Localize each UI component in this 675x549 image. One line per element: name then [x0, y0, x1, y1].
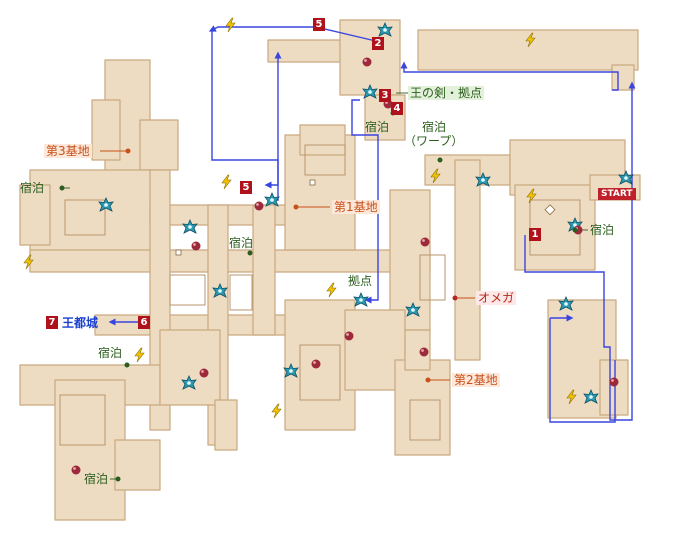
- enemy-icon: [609, 377, 619, 387]
- lightning-bolt-icon: [221, 174, 232, 190]
- marker-4: 4: [391, 102, 403, 115]
- lightning-bolt-icon: [326, 282, 337, 298]
- chest-icon: [309, 179, 316, 186]
- base3-label: 第3基地: [44, 144, 92, 158]
- enemy-icon: [420, 237, 430, 247]
- marker-1: 1: [529, 228, 541, 241]
- enemy-icon: [191, 241, 201, 251]
- marker-5-mid: 5: [240, 181, 252, 194]
- omega-label: オメガ: [476, 291, 517, 305]
- chest-icon: [544, 204, 556, 216]
- enemy-icon: [344, 331, 354, 341]
- base1-label: 第1基地: [332, 200, 380, 214]
- marker-6: 6: [138, 316, 150, 329]
- inn-warp-label: 宿泊: [422, 120, 447, 134]
- room-walls: [59, 144, 581, 446]
- enemy-icon: [199, 368, 209, 378]
- inn-label-start: 宿泊: [590, 223, 615, 237]
- enemy-icon: [254, 201, 264, 211]
- sword-base-label: 王の剣・拠点: [408, 86, 485, 100]
- enemy-icon: [311, 359, 321, 369]
- marker-2: 2: [372, 37, 384, 50]
- enemy-icon: [362, 57, 372, 67]
- marker-5-top: 5: [313, 18, 325, 31]
- marker-3: 3: [379, 89, 391, 102]
- marker-7: 7: [46, 316, 58, 329]
- royal-capital-label: 王都城: [62, 316, 99, 330]
- inn-label-center: 宿泊: [229, 236, 254, 250]
- corridors: [19, 19, 641, 521]
- inn-label-southwest: 宿泊: [98, 346, 123, 360]
- enemy-icon: [71, 465, 81, 475]
- lightning-bolt-icon: [134, 347, 145, 363]
- inn-label-bottom: 宿泊: [84, 472, 109, 486]
- start-label: START: [598, 188, 636, 200]
- route-path: [108, 25, 636, 423]
- inn-label-west: 宿泊: [20, 181, 45, 195]
- chest-icon: [175, 249, 182, 256]
- inn-warp-sublabel: （ワープ）: [404, 134, 464, 148]
- base2-label: 第2基地: [452, 373, 500, 387]
- enemy-icon: [419, 347, 429, 357]
- lightning-bolt-icon: [271, 403, 282, 419]
- star-save-point-icon: [353, 292, 369, 307]
- chest-markers: [175, 179, 556, 256]
- inn-label-sword: 宿泊: [365, 120, 390, 134]
- star-save-point-icon: [264, 192, 280, 207]
- lightning-bolt-icon: [225, 17, 236, 33]
- outpost-label: 拠点: [348, 274, 373, 288]
- location-dots: [59, 110, 578, 482]
